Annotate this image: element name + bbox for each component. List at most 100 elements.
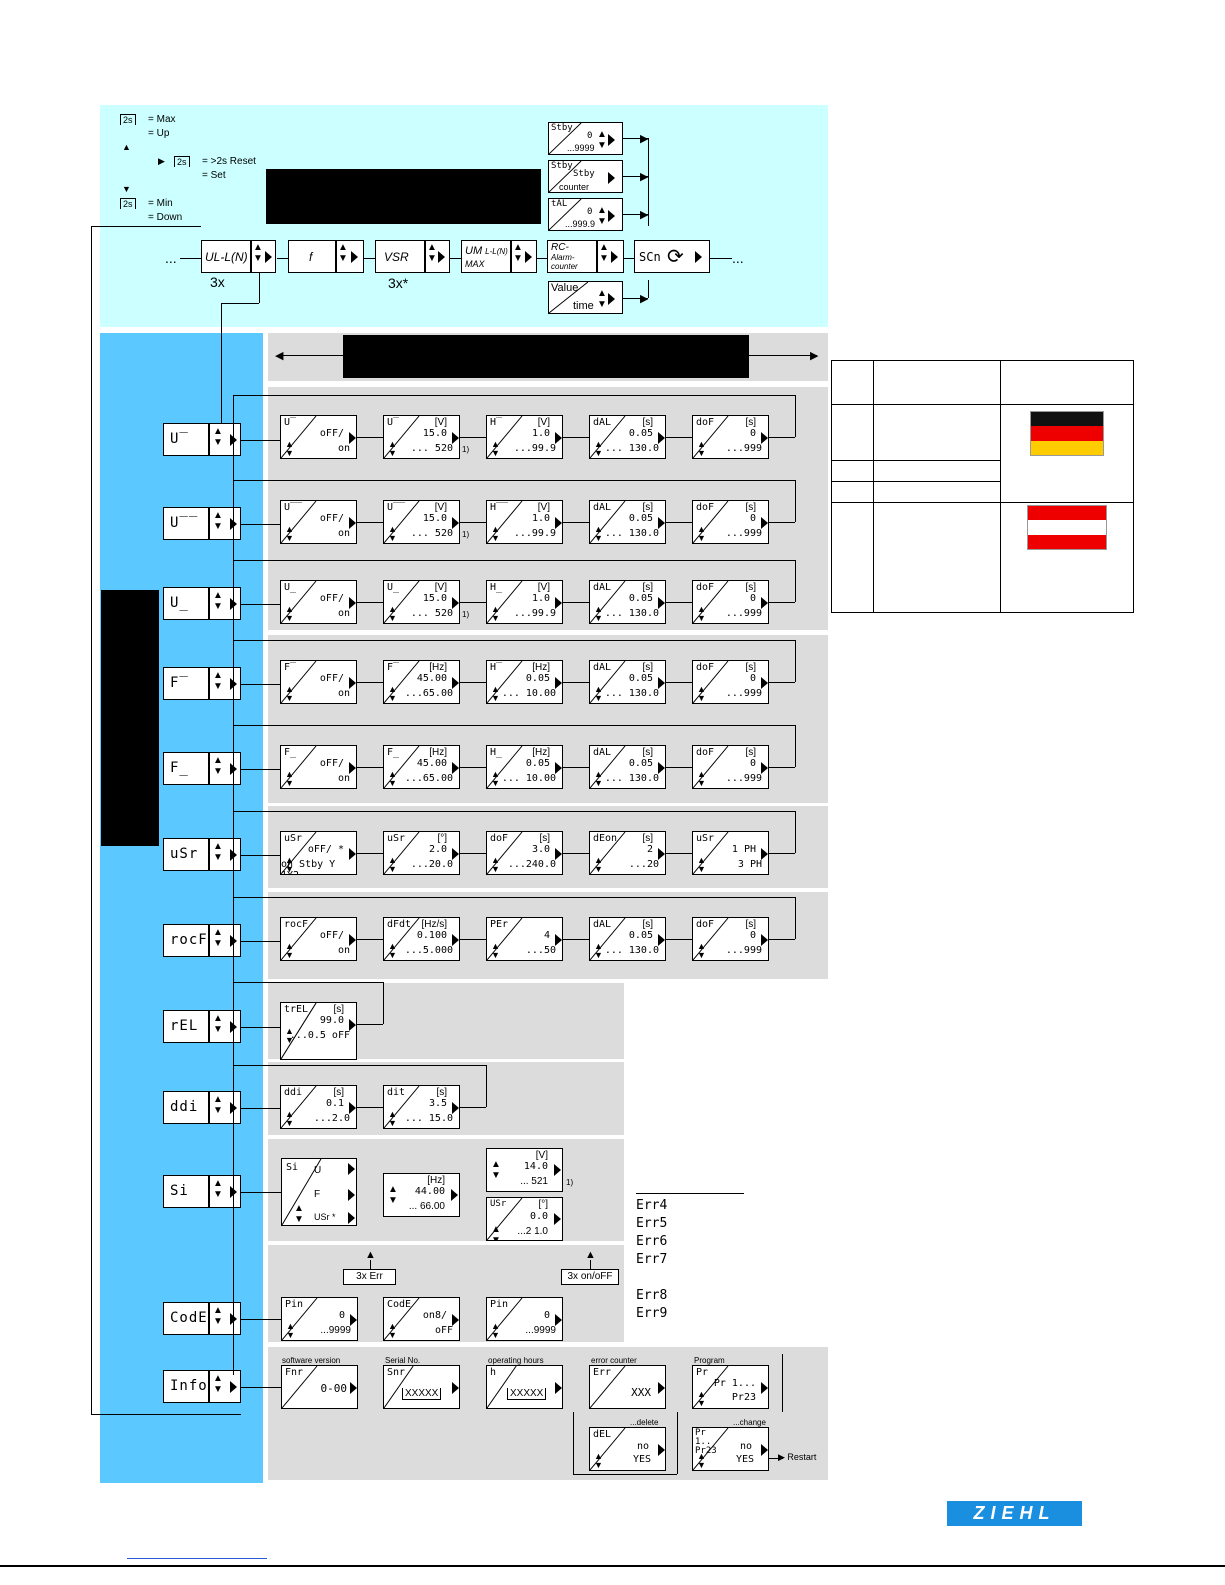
param-box[interactable]: U‾oFF/on▲▼	[280, 415, 357, 459]
display-um[interactable]: UM L-L(N) MAX ▲▼	[461, 240, 537, 273]
error-item: Err8	[636, 1288, 668, 1303]
info-snr-box[interactable]: Snr XXXXX	[383, 1365, 460, 1409]
error-item: Err9	[636, 1306, 668, 1321]
param-box[interactable]: doF[s]3.0...240.0▲▼	[486, 831, 563, 875]
vsr-count: 3x*	[388, 275, 409, 291]
si-hz-box[interactable]: [Hz] 44.00 ... 66.00 ▲▼	[383, 1173, 460, 1217]
info-hours-box[interactable]: h XXXXX	[486, 1365, 563, 1409]
param-box[interactable]: dAL[s]0.05... 130.0▲▼	[589, 745, 666, 789]
param-box[interactable]: U‾‾oFF/on▲▼	[280, 500, 357, 544]
menu-button[interactable]: uSr▲▼	[163, 838, 241, 871]
param-box[interactable]: uSr[°]2.0...20.0▲▼	[383, 831, 460, 875]
language-table	[831, 360, 1134, 613]
ziehl-logo: ZIEHL	[947, 1501, 1082, 1526]
param-box[interactable]: dAL[s]0.05... 130.0▲▼	[589, 415, 666, 459]
label-3x-onoff: 3x on/oFF	[561, 1269, 619, 1285]
menu-button[interactable]: Si▲▼	[163, 1175, 241, 1208]
display-scn[interactable]: SCn ⟳	[634, 240, 710, 273]
arrow-right-icon: ▶	[810, 350, 819, 362]
param-box[interactable]: U‾‾[V]15.0... 520▲▼	[383, 500, 460, 544]
param-box[interactable]: H‾[V]1.0...99.9▲▼	[486, 415, 563, 459]
param-box[interactable]: doF[s]0...999▲▼	[692, 917, 769, 961]
menu-button[interactable]: F_▲▼	[163, 752, 241, 785]
lead-dots: ...	[165, 250, 177, 266]
value-time-box[interactable]: Value time ▲▼	[548, 281, 623, 314]
param-box[interactable]: dAL[s]0.05... 130.0▲▼	[589, 580, 666, 624]
param-box[interactable]: F_[Hz]45.00...65.00▲▼	[383, 745, 460, 789]
error-item: Err6	[636, 1234, 668, 1249]
redacted-header	[343, 335, 749, 378]
code-pin2-box[interactable]: Pin 0 ...9999 ▲▼	[486, 1297, 563, 1341]
error-item: Err7	[636, 1252, 668, 1267]
menu-button[interactable]: U_▲▼	[163, 587, 241, 620]
info-change-box[interactable]: Pr 1.. Pr23 no YES ▲▼	[692, 1427, 769, 1471]
menu-button[interactable]: ddi▲▼	[163, 1091, 241, 1124]
param-box[interactable]: U_oFF/on▲▼	[280, 580, 357, 624]
info-fnr-box[interactable]: Fnr 0-00	[281, 1365, 358, 1409]
param-box[interactable]: trEL[s]99.0...0.5 oFF▲▼	[280, 1002, 357, 1060]
param-box[interactable]: F‾[Hz]45.00...65.00▲▼	[383, 660, 460, 704]
arrow-left-icon: ◀	[275, 350, 284, 362]
menu-button[interactable]: U‾▲▼	[163, 423, 241, 456]
info-del-box[interactable]: dEL no YES ▲▼	[589, 1427, 666, 1471]
param-box[interactable]: doF[s]0...999▲▼	[692, 660, 769, 704]
menu-button[interactable]: U‾‾▲▼	[163, 507, 241, 540]
param-box[interactable]: H‾[Hz]0.05... 10.00▲▼	[486, 660, 563, 704]
param-box[interactable]: dAL[s]0.05... 130.0▲▼	[589, 500, 666, 544]
ulln-count: 3x	[210, 274, 225, 290]
param-box[interactable]: H_[Hz]0.05... 10.00▲▼	[486, 745, 563, 789]
param-box[interactable]: doF[s]0...999▲▼	[692, 500, 769, 544]
param-box[interactable]: U_[V]15.0... 520▲▼	[383, 580, 460, 624]
param-box[interactable]: dAL[s]0.05... 130.0▲▼	[589, 660, 666, 704]
param-box[interactable]: doF[s]0...999▲▼	[692, 745, 769, 789]
menu-button[interactable]: Info▲▼	[163, 1370, 241, 1403]
param-box[interactable]: doF[s]0...999▲▼	[692, 580, 769, 624]
restart-label: ▶ Restart	[778, 1452, 817, 1462]
menu-button[interactable]: F‾▲▼	[163, 667, 241, 700]
param-box[interactable]: F_oFF/on▲▼	[280, 745, 357, 789]
stby-box[interactable]: Stby 0 ...9999 ▲▼	[548, 122, 623, 155]
stby-counter-box[interactable]: Stby Stby counter	[548, 160, 623, 193]
info-pr-box[interactable]: Pr Pr 1... Pr23 ▲▼	[692, 1365, 769, 1409]
menu-button[interactable]: rEL▲▼	[163, 1010, 241, 1043]
austrian-flag-icon	[1027, 505, 1107, 550]
trail-dots: ...	[732, 250, 744, 266]
redacted-box-left	[101, 590, 159, 846]
arrow-up-icon: ▲	[365, 1249, 376, 1261]
param-box[interactable]: F‾oFF/on▲▼	[280, 660, 357, 704]
code-code-box[interactable]: CodE on8/ oFF ▲▼	[383, 1297, 460, 1341]
param-box[interactable]: H_[V]1.0...99.9▲▼	[486, 580, 563, 624]
german-flag-icon	[1030, 411, 1104, 456]
display-rc[interactable]: RC- Alarm- counter ▲▼	[547, 240, 624, 273]
redacted-box-top	[266, 169, 541, 224]
display-f[interactable]: f ▲▼	[288, 240, 364, 273]
tal-box[interactable]: tAL 0 ...999.9 ▲▼	[548, 198, 623, 231]
menu-button[interactable]: CodE▲▼	[163, 1302, 241, 1335]
arrow-left-line	[278, 355, 343, 356]
menu-button[interactable]: rocF▲▼	[163, 924, 241, 957]
legend: 2s= Max = Up ▲ ▶2s= >2s Reset = Set ▼ 2s…	[120, 114, 256, 223]
param-box[interactable]: doF[s]0...999▲▼	[692, 415, 769, 459]
si-usr-box[interactable]: USr [°] 0.0 ...2 1.0 ▲▼	[486, 1197, 563, 1241]
code-pin1-box[interactable]: Pin 0 ...9999 ▲▼	[281, 1297, 358, 1341]
param-box[interactable]: dFdt[Hz/s]0.100...5.000▲▼	[383, 917, 460, 961]
footer-link[interactable]	[127, 1558, 267, 1559]
si-select-box[interactable]: Si U F USr * ▲▼	[281, 1158, 357, 1226]
param-box[interactable]: U‾[V]15.0... 520▲▼	[383, 415, 460, 459]
param-box[interactable]: H‾‾[V]1.0...99.9▲▼	[486, 500, 563, 544]
param-box[interactable]: dEon[s]2...20▲▼	[589, 831, 666, 875]
error-item: Err4	[636, 1198, 668, 1213]
info-err-box[interactable]: Err XXX	[589, 1365, 666, 1409]
display-vsr[interactable]: VSR ▲▼	[375, 240, 450, 273]
param-box[interactable]: ddi[s]0.1...2.0▲▼	[280, 1085, 357, 1129]
label-3x-err: 3x Err	[343, 1269, 396, 1285]
param-box[interactable]: dit[s]3.5... 15.0▲▼	[383, 1085, 460, 1129]
param-box[interactable]: dAL[s]0.05... 130.0▲▼	[589, 917, 666, 961]
si-v-box[interactable]: [V] 14.0 ... 521 ▲▼	[486, 1148, 563, 1192]
cycle-icon: ⟳	[667, 246, 684, 268]
display-ulln[interactable]: UL-L(N) ▲▼	[201, 240, 276, 273]
